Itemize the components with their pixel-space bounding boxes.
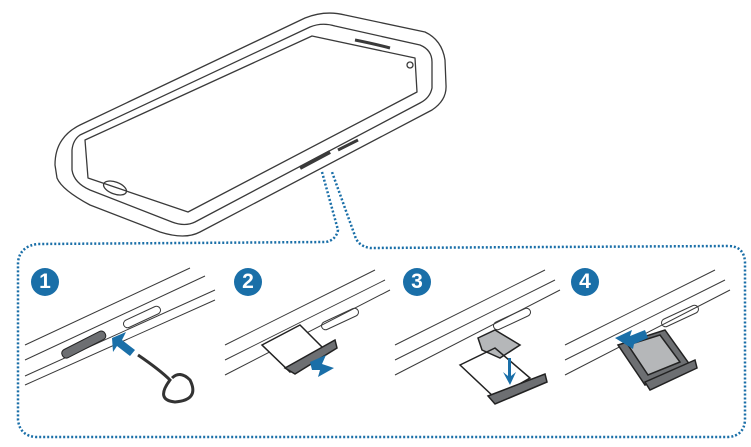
step2-illustration — [260, 324, 338, 377]
phone-edge-lines — [24, 267, 731, 386]
step3-illustration — [458, 329, 548, 405]
phone-illustration — [54, 12, 447, 237]
step-4-badge: 4 — [571, 268, 599, 296]
step-3-badge: 3 — [403, 268, 431, 296]
step1-illustration — [61, 330, 195, 404]
step4-illustration — [615, 329, 698, 391]
step-1-badge: 1 — [31, 268, 59, 296]
callout-dotted-outline — [16, 171, 747, 439]
step-2-badge: 2 — [234, 268, 262, 296]
